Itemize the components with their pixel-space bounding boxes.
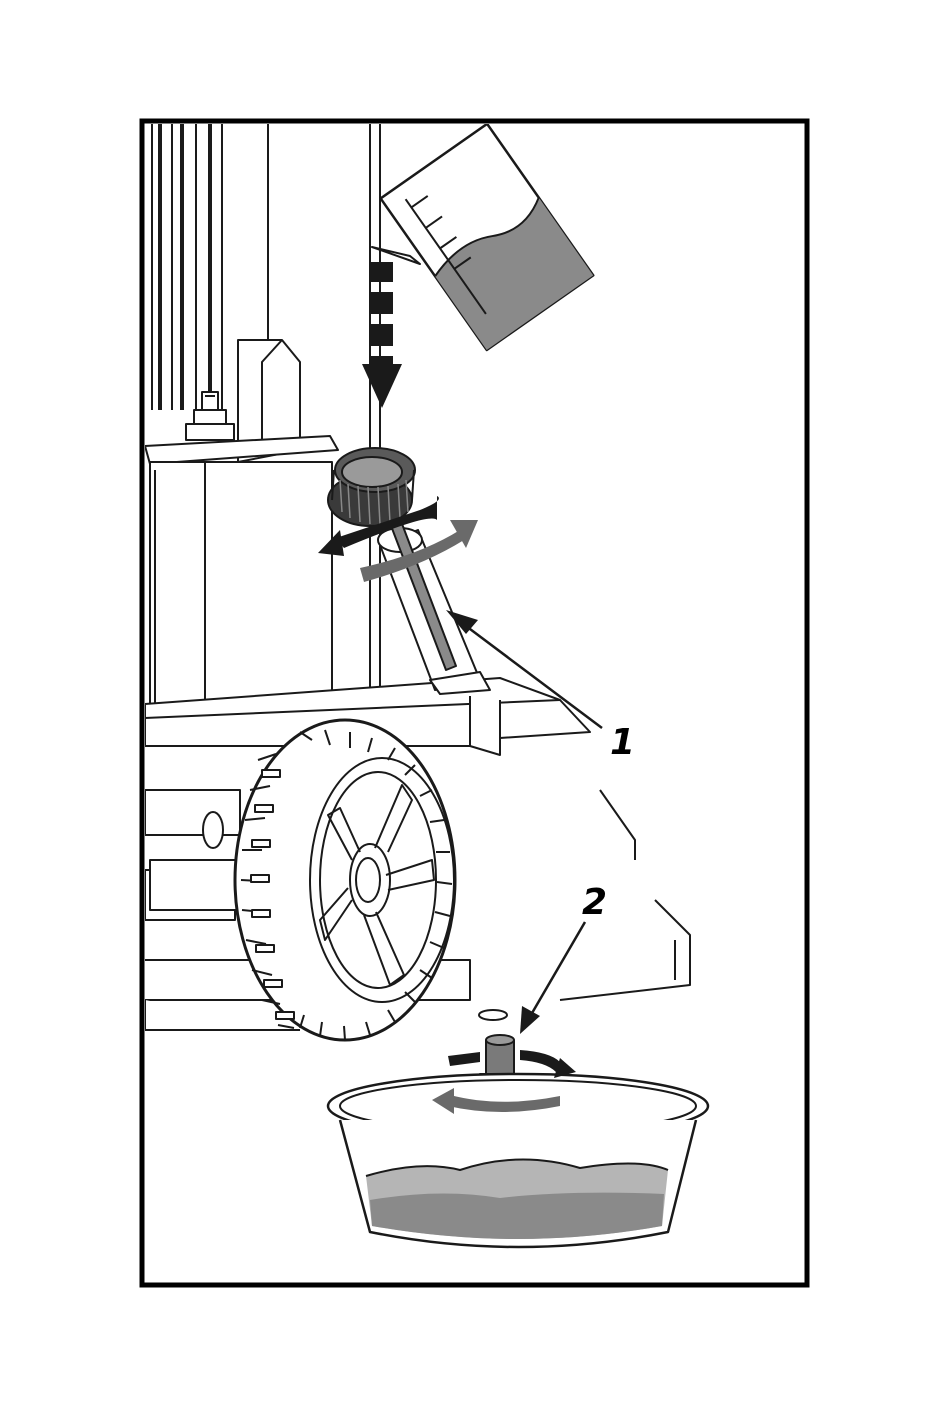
drain-pan-icon	[328, 1074, 708, 1247]
callout-1: 1	[610, 722, 635, 763]
callout-2: 2	[582, 882, 607, 923]
wheel-icon	[235, 720, 455, 1040]
oil-tank	[150, 462, 332, 704]
dipstick-cap	[328, 448, 415, 526]
